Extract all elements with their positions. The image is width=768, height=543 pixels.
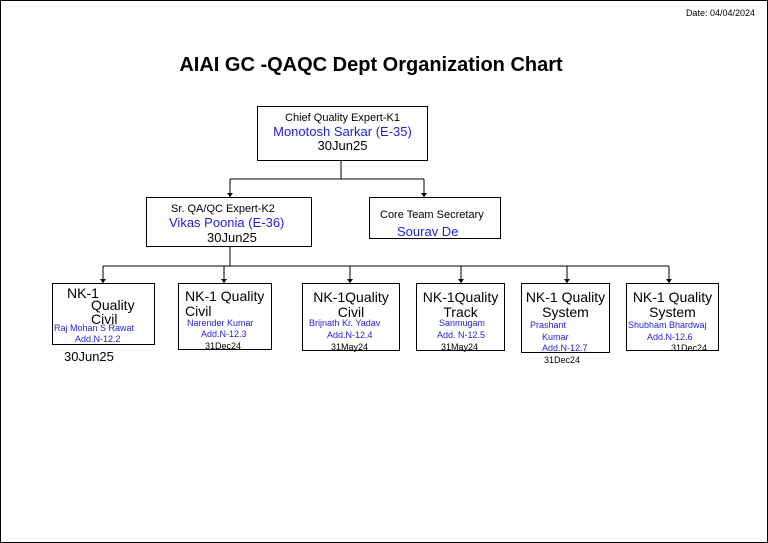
node-2-box: NK-1 Quality Civil Narender Kumar Add.N-… [178, 283, 272, 351]
node-1-role-line1: NK-1 [67, 285, 99, 301]
node-1-date: 30Jun25 [64, 349, 114, 364]
sr-name: Vikas Poonia (E-36) [169, 215, 285, 230]
node-6-name: Shubham Bhardwaj [628, 320, 707, 330]
node-2-role-line2: Civil [185, 303, 212, 319]
node-1-code: Add.N-12.2 [75, 334, 121, 344]
node-2-code: Add.N-12.3 [201, 329, 247, 339]
node-6-code: Add.N-12.6 [647, 332, 693, 342]
node-5-name-line2: Kumar [542, 332, 569, 342]
node-1-box: NK-1 Quality Civil Raj Mohan S Rawat Add… [52, 283, 155, 345]
secretary-role: Core Team Secretary [380, 209, 484, 221]
node-1-role-line2: Quality [91, 297, 135, 313]
node-5-name-line1: Prashant [530, 320, 567, 330]
node-6-role-line2: System [649, 304, 696, 320]
chief-name: Monotosh Sarkar (E-35) [273, 124, 412, 139]
chief-date: 30Jun25 [317, 138, 368, 153]
node-4-box: NK-1Quality Track Sanmugam Add. N-12.5 3… [416, 283, 505, 352]
node-1-name: Raj Mohan S Rawat [54, 323, 135, 333]
node-6-role-line1: NK-1 Quality [632, 289, 713, 305]
arrow-to-sr [227, 193, 233, 197]
sr-role: Sr. QA/QC Expert-K2 [171, 203, 275, 215]
node-5-box: NK-1 Quality System Prashant Kumar Add.N… [521, 283, 610, 353]
node-3-code: Add.N-12.4 [327, 330, 373, 340]
node-1-role-line3: Civil [91, 311, 118, 327]
arrow-node-1 [100, 279, 106, 283]
print-date: Date: 04/04/2024 [685, 8, 755, 18]
node-4-code: Add. N-12.5 [437, 330, 486, 340]
node-3-role-line2: Civil [337, 304, 365, 320]
node-4-role-line1: NK-1Quality [422, 289, 499, 305]
chart-title: AIAI GC -QAQC Dept Organization Chart [179, 54, 563, 76]
node-6-box: NK-1 Quality System Shubham Bhardwaj Add… [626, 283, 719, 353]
node-2-role-line1: NK-1 Quality [185, 288, 265, 304]
node-3-date: 31May24 [331, 342, 369, 352]
node-3-name: Brijnath Kr. Yadav [309, 318, 381, 328]
node-4-name: Sanmugam [439, 318, 486, 328]
secretary-name: Sourav De [397, 224, 459, 239]
arrow-node-2 [221, 279, 227, 283]
node-3-role-line1: NK-1Quality [313, 289, 389, 305]
node-2-date: 31Dec24 [205, 341, 242, 351]
sr-box: Sr. QA/QC Expert-K2 Vikas Poonia (E-36) … [146, 197, 312, 247]
node-5-role-line2: System [542, 304, 589, 320]
node-5-code: Add.N-12.7 [542, 343, 588, 353]
arrow-to-secretary [421, 193, 427, 197]
node-5-date: 31Dec24 [544, 355, 581, 365]
node-5-role-line1: NK-1 Quality [525, 289, 606, 305]
sr-date: 30Jun25 [207, 230, 257, 245]
arrow-node-3 [347, 279, 353, 283]
secretary-box: Core Team Secretary Sourav De [369, 197, 501, 239]
arrow-node-5 [564, 279, 570, 283]
arrow-node-4 [458, 279, 464, 283]
node-2-name: Narender Kumar [187, 318, 254, 328]
node-4-date: 31May24 [441, 342, 479, 352]
node-6-date: 31Dec24 [671, 343, 708, 353]
node-3-box: NK-1Quality Civil Brijnath Kr. Yadav Add… [302, 283, 400, 352]
chief-role: Chief Quality Expert-K1 [285, 112, 400, 124]
node-4-role-line2: Track [443, 304, 478, 320]
chief-box: Chief Quality Expert-K1 Monotosh Sarkar … [257, 106, 428, 161]
arrow-node-6 [666, 279, 672, 283]
